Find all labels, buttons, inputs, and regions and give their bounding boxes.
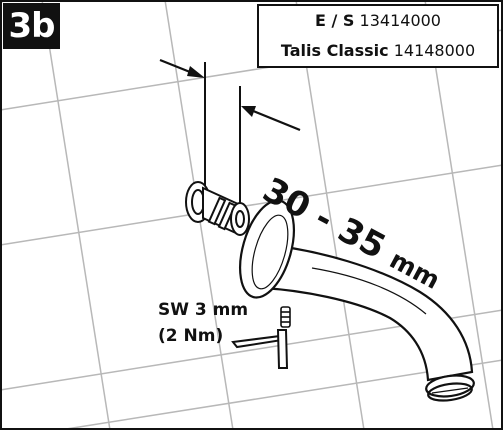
- step-label: 3b: [3, 3, 60, 49]
- wrench-spec: SW 3 mm (2 Nm): [158, 297, 248, 349]
- spout-illustration: [239, 199, 475, 402]
- wrench-size: SW 3 mm: [158, 300, 249, 320]
- wrench-torque: (2 Nm): [158, 326, 224, 346]
- model-name: Talis Classic: [280, 41, 389, 60]
- dimension-arrow-icon: [159, 58, 301, 206]
- model-code: 13414000: [359, 11, 441, 30]
- allen-key-illustration: [231, 329, 289, 369]
- connector-fitting-illustration: [185, 181, 250, 236]
- model-name: E / S: [315, 11, 355, 30]
- model-line-es: E / S 13414000: [259, 6, 497, 36]
- model-code: 14148000: [393, 41, 476, 60]
- model-list-box: E / S 13414000 Talis Classic 14148000: [257, 4, 499, 68]
- set-screw-illustration: [280, 306, 291, 328]
- model-line-talis-classic: Talis Classic 14148000: [259, 36, 497, 66]
